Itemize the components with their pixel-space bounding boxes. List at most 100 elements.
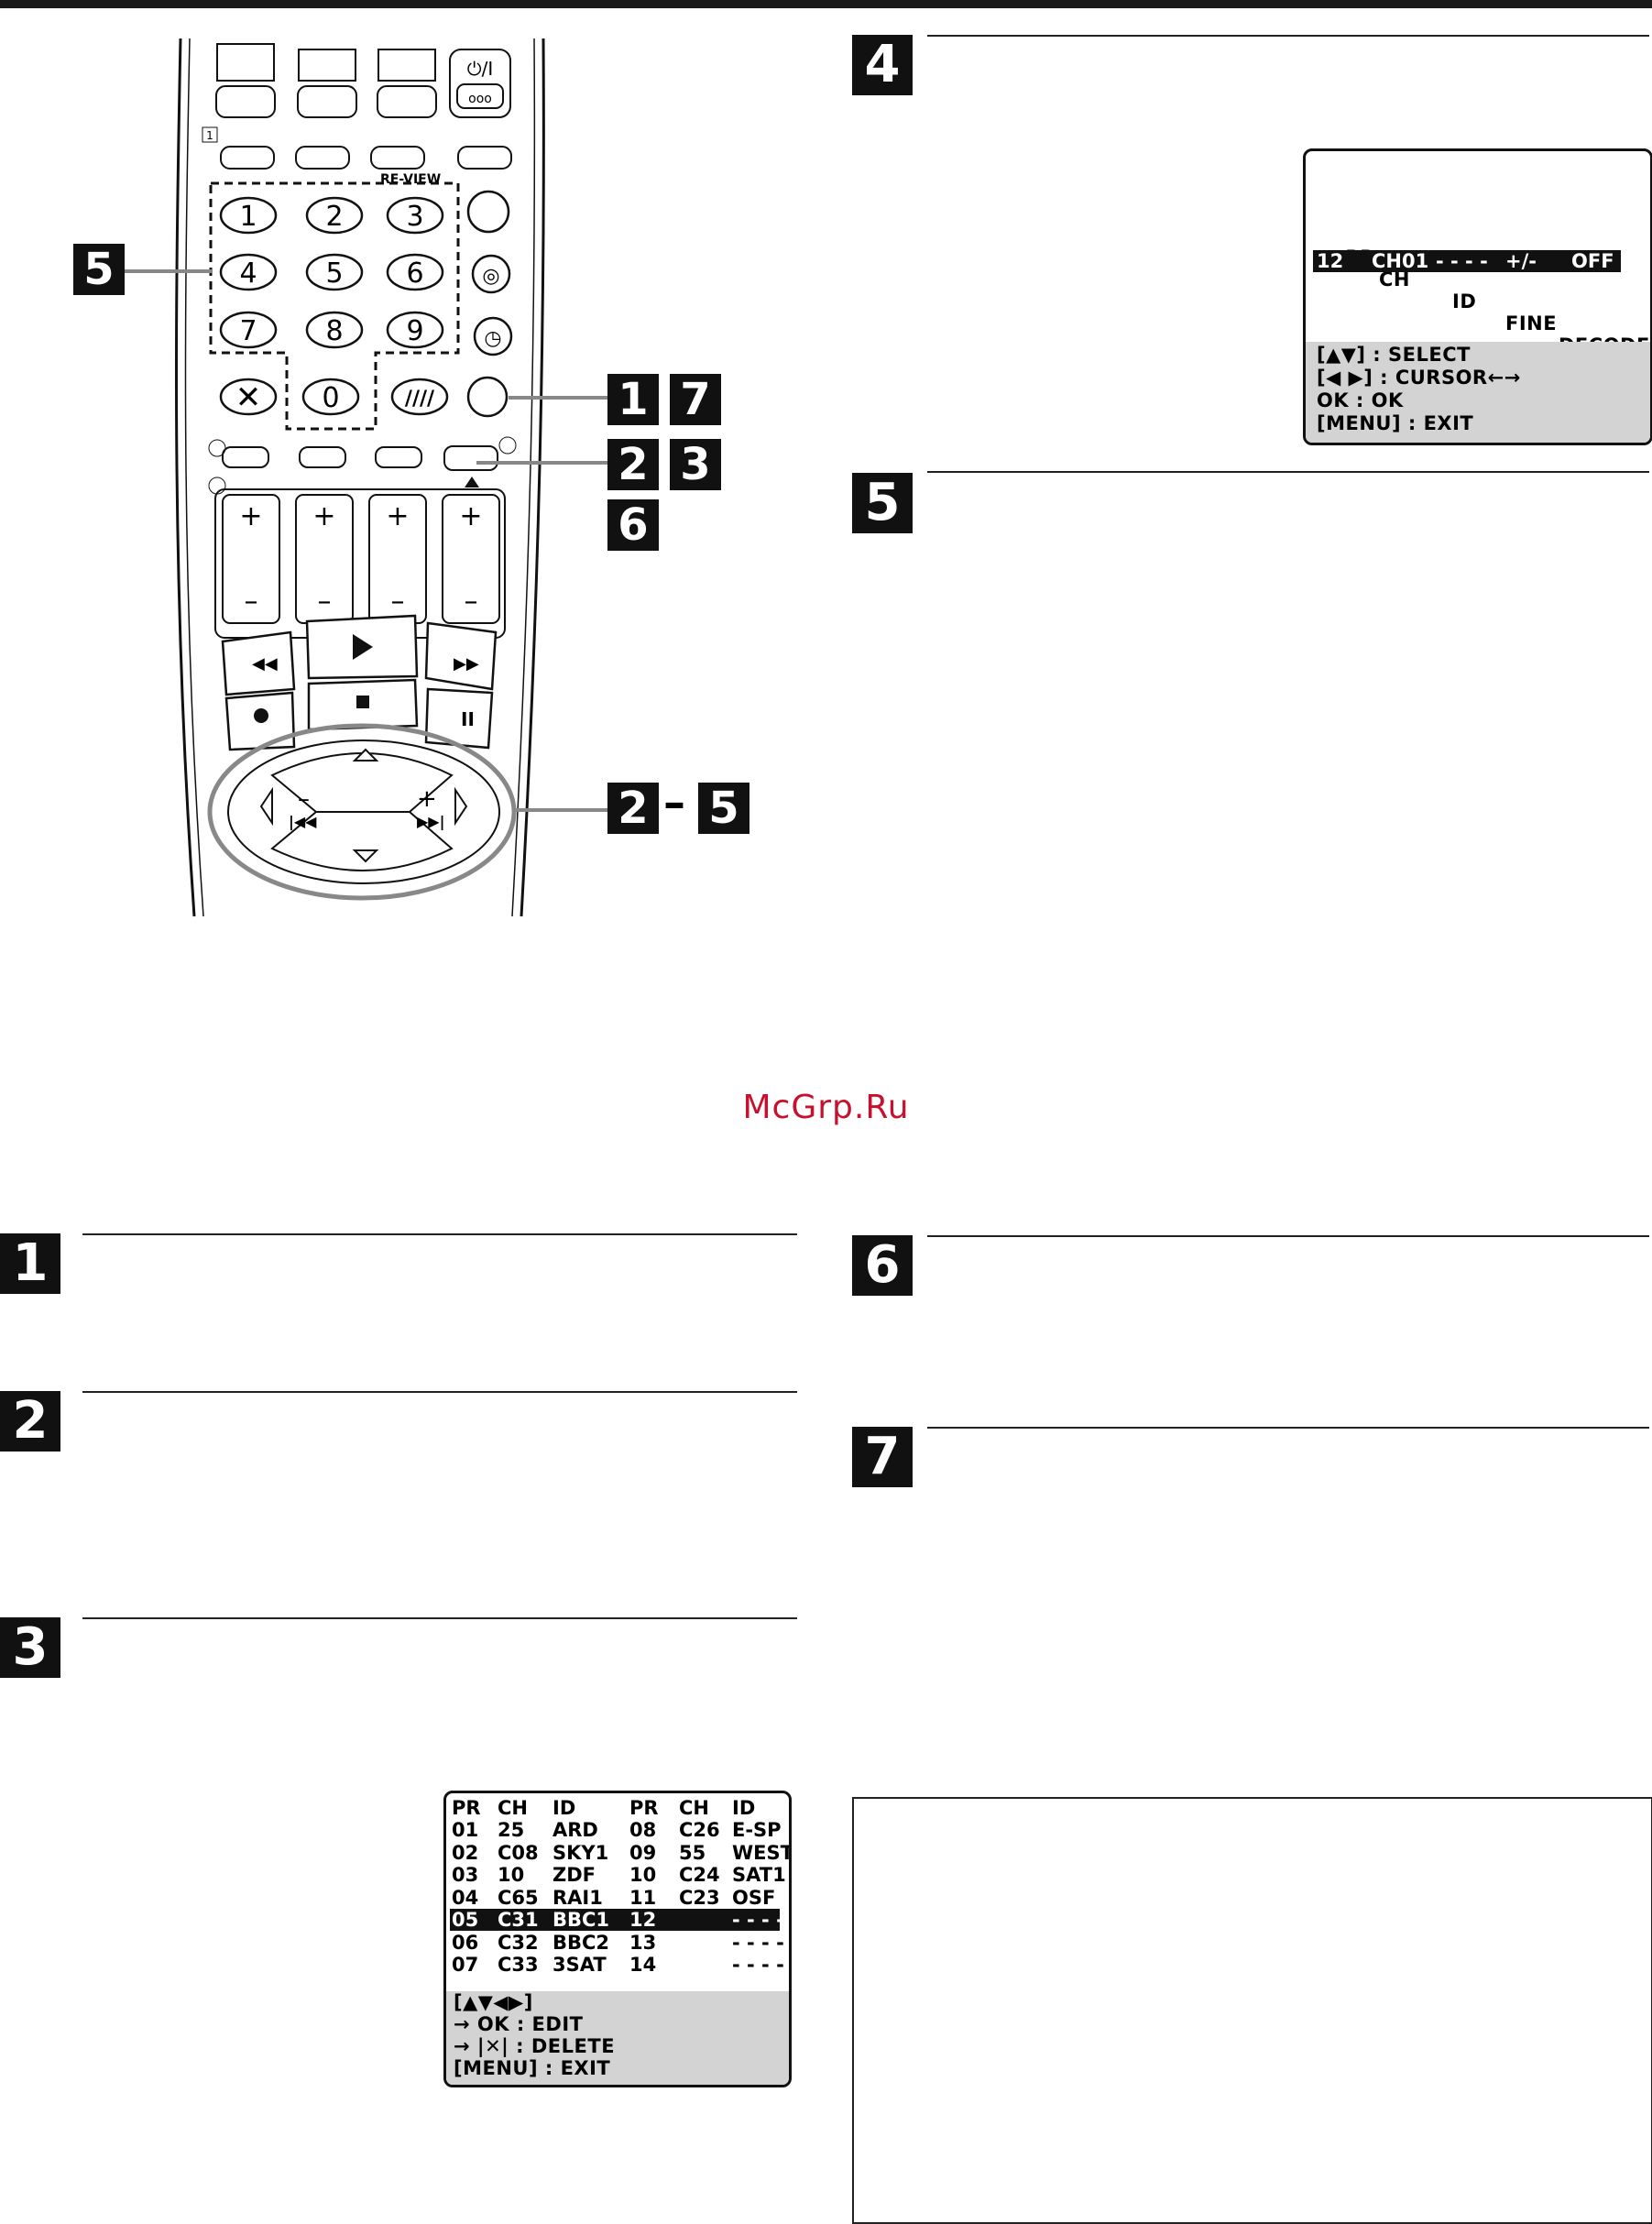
- step-5-rule: [927, 471, 1649, 473]
- callout-line-nav-ring: [513, 808, 608, 812]
- osd-list-cell: 10: [498, 1864, 525, 1886]
- osd-selected-row: 12 CH01 - - - - +/- OFF: [1313, 250, 1621, 272]
- key-1: 1: [239, 201, 257, 233]
- key-8: 8: [325, 315, 343, 347]
- step-7-marker: 7: [852, 1427, 913, 1487]
- callout-line-button-2-3: [476, 461, 610, 465]
- key-6: 6: [406, 257, 423, 290]
- step-3-marker: 3: [0, 1617, 60, 1678]
- svg-text:–: –: [245, 586, 258, 618]
- step-6-rule: [927, 1235, 1649, 1237]
- osd-list-cell: 03: [452, 1864, 479, 1886]
- osd-list-cell: 02: [452, 1841, 479, 1864]
- osd-list-cell: C33: [498, 1954, 539, 1976]
- step-2-rule: [82, 1391, 797, 1393]
- svg-text:+: +: [239, 500, 262, 532]
- svg-text:+: +: [386, 500, 409, 532]
- cancel-x-icon: ✕: [235, 379, 262, 416]
- osd-list-cell: RAI1: [552, 1886, 603, 1909]
- osd-list-cell: BBC1: [552, 1909, 610, 1931]
- callout-3: 3: [670, 439, 721, 490]
- fast-forward-icon: ▶▶: [454, 654, 479, 674]
- callout-7: 7: [670, 374, 721, 425]
- osd-list-header: ID: [732, 1797, 756, 1819]
- osd-list-cell: 05: [452, 1909, 479, 1931]
- callout-1: 1: [607, 374, 659, 425]
- osd-list-cell: C65: [498, 1886, 539, 1909]
- osd-list-cell: 04: [452, 1886, 479, 1909]
- osd-list-cell: 25: [498, 1819, 525, 1841]
- key-7: 7: [239, 315, 257, 347]
- osd-list-cell: 3SAT: [552, 1954, 607, 1976]
- step-4-rule: [927, 35, 1649, 37]
- svg-text:1: 1: [206, 129, 213, 142]
- osd-list-header: PR: [629, 1797, 659, 1819]
- osd-list-cell: - - - -: [732, 1909, 784, 1931]
- osd-header-fine: FINE: [1505, 312, 1558, 334]
- osd-list-help-area: [▲▼◀▶] → OK : EDIT → |✕| : DELETE [MENU]…: [446, 1991, 789, 2085]
- callout-6: 6: [607, 499, 659, 551]
- osd-channel-list-screen: [▲▼◀▶] → OK : EDIT → |✕| : DELETE [MENU]…: [443, 1791, 792, 2087]
- osd-list-cell: SKY1: [552, 1841, 609, 1864]
- osd-list-cell: 14: [629, 1954, 657, 1976]
- osd-list-cell: WEST: [732, 1841, 792, 1864]
- svg-text:+: +: [459, 500, 482, 532]
- osd-list-cell: SAT1: [732, 1864, 786, 1886]
- osd-help-area: [▲▼] : SELECT [◀ ▶] : CURSOR←→ OK : OK […: [1306, 342, 1650, 443]
- key-9: 9: [406, 315, 423, 347]
- callout-2: 2: [607, 439, 659, 490]
- osd-list-cell: 06: [452, 1931, 479, 1954]
- osd-list-header: CH: [679, 1797, 709, 1819]
- osd-list-cell: 13: [629, 1931, 657, 1954]
- callout-line-keypad: [124, 269, 212, 273]
- step-5-marker: 5: [852, 473, 913, 533]
- power-label: ⏻/I: [467, 58, 493, 80]
- osd-list-cell: ZDF: [552, 1864, 596, 1886]
- osd-list-cell: C08: [498, 1841, 539, 1864]
- osd-list-cell: - - - -: [732, 1954, 784, 1976]
- svg-text:▶▶|: ▶▶|: [417, 813, 444, 831]
- osd-list-cell: 09: [629, 1841, 657, 1864]
- callout-range-dash: –: [663, 777, 685, 828]
- svg-text:+: +: [312, 500, 335, 532]
- svg-text:–: –: [318, 586, 332, 618]
- watermark: McGrp.Ru: [742, 1089, 910, 1126]
- osd-list-cell: 07: [452, 1954, 479, 1976]
- osd-list-cell: 08: [629, 1819, 657, 1841]
- step-2-marker: 2: [0, 1391, 60, 1452]
- rewind-icon: ◀◀: [252, 654, 278, 674]
- step-6-marker: 6: [852, 1235, 913, 1296]
- svg-text:–: –: [391, 586, 405, 618]
- osd-list-cell: C32: [498, 1931, 539, 1954]
- osd-list-cell: C23: [679, 1886, 720, 1909]
- review-label: RE-VIEW: [380, 172, 441, 187]
- slash-button-icon: ////: [405, 388, 435, 411]
- callout-line-button-1-7: [509, 396, 609, 400]
- step-4-marker: 4: [852, 35, 913, 95]
- osd-header-id: ID: [1452, 290, 1477, 312]
- step-3-rule: [82, 1617, 797, 1619]
- callout-range-start: 2: [607, 783, 659, 834]
- key-4: 4: [239, 257, 257, 290]
- osd-list-cell: C26: [679, 1819, 720, 1841]
- key-0: 0: [322, 382, 339, 414]
- svg-text:–: –: [465, 586, 478, 618]
- osd-list-cell: ARD: [552, 1819, 598, 1841]
- pause-icon: II: [461, 708, 475, 730]
- osd-list-header: CH: [498, 1797, 528, 1819]
- osd-list-header: ID: [552, 1797, 576, 1819]
- key-3: 3: [406, 201, 423, 233]
- note-box: [852, 1797, 1652, 2224]
- svg-text:|◀◀: |◀◀: [289, 813, 317, 831]
- svg-text:ooo: ooo: [468, 92, 492, 106]
- top-bar: [0, 0, 1652, 8]
- osd-list-cell: 12: [629, 1909, 657, 1931]
- record-icon: [254, 708, 268, 723]
- key-2: 2: [325, 201, 343, 233]
- remote-control-illustration: ⏻/I ooo RE-VIEW 1 1 2 3 4 5 6: [174, 38, 545, 917]
- wireless-icon: ◎: [482, 265, 499, 288]
- osd-list-cell: 01: [452, 1819, 479, 1841]
- osd-list-cell: 11: [629, 1886, 657, 1909]
- osd-list-cell: BBC2: [552, 1931, 610, 1954]
- step-1-rule: [82, 1233, 797, 1235]
